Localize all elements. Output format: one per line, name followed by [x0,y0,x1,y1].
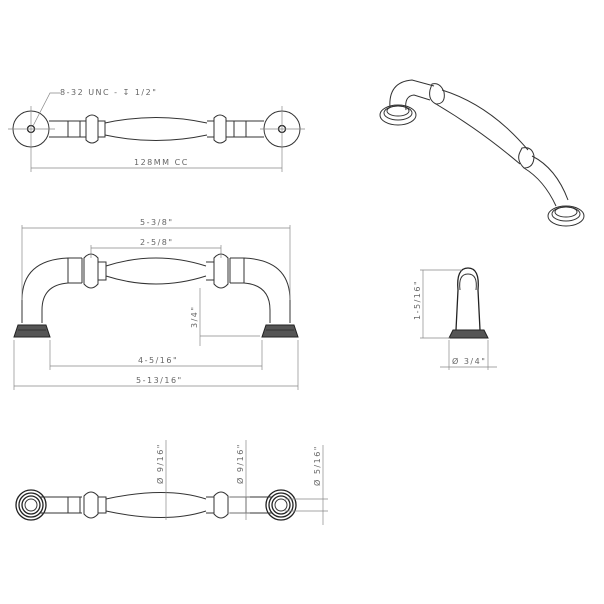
collar-diameter-label: Ø 9/16" [236,443,245,484]
center-barrel-length-label: 2-5/8" [140,238,174,247]
side-view [420,267,497,370]
base-diameter-label: Ø 3/4" [452,357,487,366]
side-height-label: 1-5/16" [413,279,422,320]
center-to-center-label: 128MM CC [134,158,189,167]
barrel-diameter-label: Ø 9/16" [156,443,165,484]
overall-length-label: 5-13/16" [136,376,183,385]
bottom-view [15,440,328,525]
projection-height-label: 3/4" [190,305,199,328]
overall-length-top-label: 5-3/8" [140,218,174,227]
inner-clearance-label: 4-5/16" [138,356,179,365]
post-diameter-label: Ø 5/16" [313,445,322,486]
top-view [8,92,305,172]
thread-callout: 8-32 UNC - ↧ 1/2" [60,88,158,97]
front-view [13,225,299,390]
isometric-view [379,79,585,227]
